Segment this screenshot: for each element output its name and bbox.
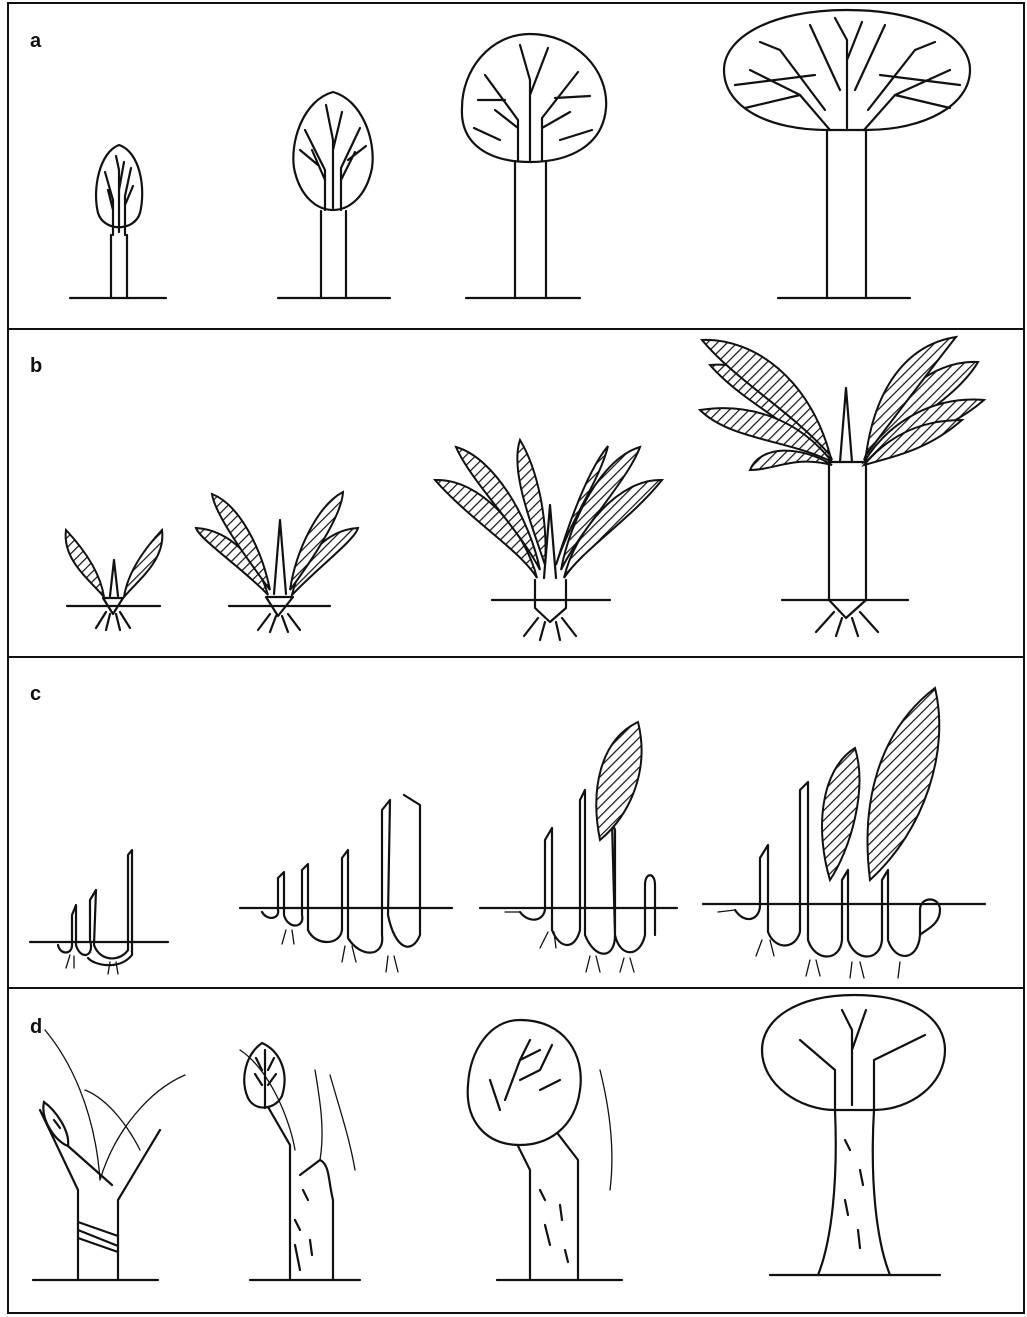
rosette-b2 [196,492,358,632]
rhizome-c3 [480,722,677,972]
rosette-b3 [435,440,662,640]
tree-d1 [33,1030,185,1280]
rhizome-c1 [30,850,168,974]
tree-d3 [468,1020,622,1280]
panel-label-a: a [30,30,42,52]
panel-label-b: b [30,355,42,377]
panel-d: d [30,995,945,1280]
tree-a3 [462,34,606,298]
panel-c: c [30,683,985,978]
tree-d2 [240,1043,360,1280]
panel-a: a [30,10,970,298]
tree-a4 [724,10,970,298]
tree-a2 [278,92,390,298]
panel-b: b [30,337,984,640]
palm-b4 [700,337,984,636]
panel-label-d: d [30,1016,42,1038]
rhizome-c4 [703,688,985,978]
panel-label-c: c [30,683,41,705]
tree-a1 [70,145,166,298]
tree-d4 [762,995,945,1275]
rosette-b1 [66,530,163,630]
rhizome-c2 [240,795,452,972]
